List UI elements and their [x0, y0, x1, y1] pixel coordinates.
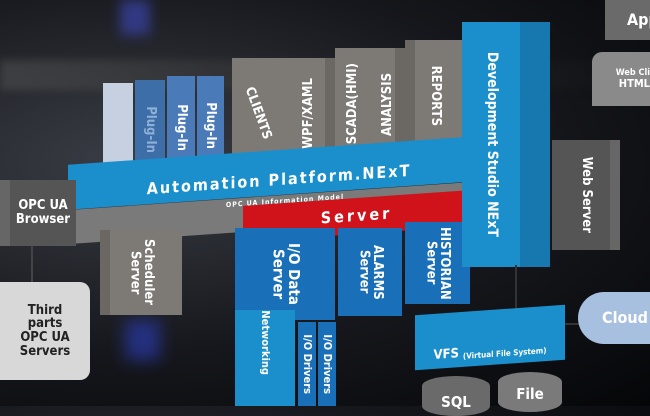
- io-drivers-1: I/O Drivers: [298, 322, 316, 406]
- cloud-shape: Cloud: [578, 292, 650, 344]
- third-parts-servers: Third parts OPC UA Servers: [0, 282, 90, 380]
- alarms-label: ALARMS Server: [356, 244, 385, 300]
- vfs-label: VFS: [433, 346, 459, 364]
- plugin-ghost: [103, 83, 133, 167]
- networking-label: Networking: [258, 310, 272, 375]
- web-client-label: Web Cli: [615, 67, 650, 78]
- dev-studio-label: Development Studio NExT: [484, 51, 501, 238]
- html-label: HTML: [618, 76, 650, 90]
- vfs-box: VFS(Virtual File System): [415, 304, 565, 371]
- clients-label: CLIENTS: [241, 84, 275, 142]
- scheduler-label: Scheduler Server: [127, 239, 156, 306]
- sql-label: SQL: [441, 393, 471, 412]
- file-storage: File: [498, 372, 562, 412]
- vfs-sub-label: (Virtual File System): [462, 345, 547, 361]
- cloud-label: Cloud: [602, 307, 648, 327]
- io-drivers-label: I/O Drivers: [300, 334, 314, 394]
- arrow-connector: [31, 246, 33, 284]
- web-server-label: Web Server: [578, 156, 594, 234]
- networking-module: Networking: [235, 310, 295, 406]
- plugin-label: Plug-In: [173, 104, 189, 152]
- io-drivers-label: I/O Drivers: [320, 334, 334, 394]
- io-drivers-2: I/O Drivers: [318, 322, 336, 406]
- background-light: [125, 320, 160, 360]
- app-label: App: [627, 9, 650, 29]
- server-label: Server: [320, 203, 393, 228]
- opc-ua-browser: OPC UA Browser: [0, 180, 76, 246]
- sql-database: SQL: [422, 376, 490, 416]
- opc-browser-label: OPC UA Browser: [15, 198, 71, 227]
- analysis-label: ANALYSIS: [379, 72, 395, 136]
- plugin-label: Plug-In: [142, 106, 158, 154]
- background-light: [120, 0, 150, 35]
- historian-server: HISTORIAN Server: [405, 222, 470, 304]
- web-server: Web Server: [552, 140, 620, 250]
- wpf-label: WPF/XAML: [301, 77, 317, 149]
- io-data-server: I/O Data Server: [235, 228, 335, 320]
- io-data-label: I/O Data Server: [269, 243, 303, 305]
- alarms-server: ALARMS Server: [338, 228, 402, 316]
- reports-module: REPORTS: [405, 40, 465, 152]
- plugin-label: Plug-In: [203, 102, 219, 150]
- scheduler-server: Scheduler Server: [100, 230, 182, 315]
- reports-label: REPORTS: [427, 65, 443, 127]
- development-studio: Development Studio NExT: [462, 22, 550, 267]
- app-box: App: [605, 0, 650, 40]
- third-parts-label: Third parts OPC UA Servers: [19, 302, 71, 359]
- connector-line: [560, 323, 580, 325]
- connector-line: [515, 265, 517, 310]
- file-label: File: [516, 385, 544, 404]
- scada-label: SCADA(HMI): [344, 63, 360, 145]
- historian-label: HISTORIAN Server: [423, 226, 453, 300]
- web-client-box: Web Cli HTML: [592, 52, 650, 106]
